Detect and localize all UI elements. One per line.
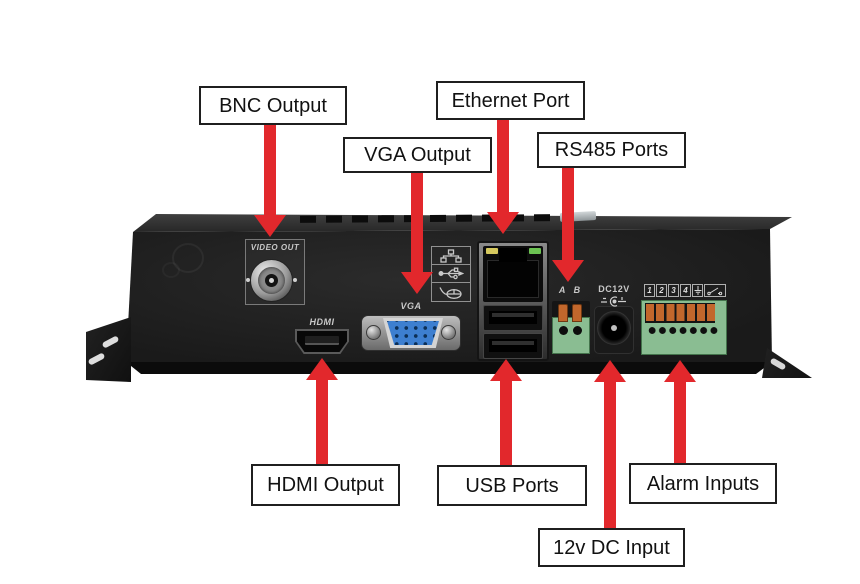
arrow-hdmi-output xyxy=(306,358,338,464)
ethernet-clip-notch xyxy=(499,248,527,262)
bracket-slot-hole xyxy=(87,352,106,366)
arrow-ethernet-port xyxy=(487,120,519,234)
bnc-bayonet-nub xyxy=(246,278,250,282)
mouse-icon xyxy=(432,283,470,301)
ground-icon xyxy=(692,284,703,297)
alarm-number: 3 xyxy=(668,284,679,297)
bnc-connector xyxy=(250,259,293,302)
alarm-wire-holes xyxy=(647,326,720,335)
rs485-wire-hole xyxy=(573,326,582,335)
video-out-label: VIDEO OUT xyxy=(250,243,300,252)
callout-alarm-inputs: Alarm Inputs xyxy=(629,463,777,504)
relay-icon xyxy=(704,284,726,297)
device-top-face xyxy=(133,214,792,232)
video-out-plate xyxy=(245,239,305,305)
callout-ethernet-port: Ethernet Port xyxy=(436,81,585,120)
usb-port-tongue xyxy=(492,313,534,317)
arrow-rs485-ports xyxy=(552,168,584,282)
bnc-bayonet-nub xyxy=(293,278,297,282)
alarm-number: 2 xyxy=(656,284,667,297)
vga-screw xyxy=(366,325,381,340)
ethernet-port-cavity xyxy=(487,260,539,298)
alarm-number: 1 xyxy=(644,284,655,297)
usb-icon xyxy=(432,265,470,283)
vga-screw xyxy=(441,325,456,340)
callout-dc-input: 12v DC Input xyxy=(538,528,685,567)
callout-rs485-ports: RS485 Ports xyxy=(537,132,686,168)
callout-bnc-output: BNC Output xyxy=(199,86,347,125)
callout-usb-ports: USB Ports xyxy=(437,465,587,506)
rs485-wire-hole xyxy=(559,326,568,335)
dc-jack-pin xyxy=(611,325,617,331)
bracket-slot-hole xyxy=(769,357,787,371)
arrow-dc-input xyxy=(594,360,626,528)
callout-hdmi-output: HDMI Output xyxy=(251,464,400,506)
mounting-bracket-left xyxy=(86,317,131,382)
port-icon-panel xyxy=(431,246,471,302)
rs485-lever xyxy=(572,304,582,322)
ethernet-led-green xyxy=(529,248,541,254)
mounting-bracket-right xyxy=(762,348,812,378)
bnc-connector-pin xyxy=(269,278,274,283)
arrow-bnc-output xyxy=(254,125,286,237)
alarm-number: 4 xyxy=(680,284,691,297)
arrow-vga-output xyxy=(401,173,433,294)
network-icon xyxy=(432,247,470,265)
alarm-label-strip: 1 2 3 4 xyxy=(644,283,734,298)
dc-polarity-icon xyxy=(600,294,628,312)
arrow-alarm-inputs xyxy=(664,360,696,463)
alarm-terminal-levers xyxy=(646,304,715,321)
vga-dsub-insert xyxy=(387,321,439,345)
bracket-slot-hole xyxy=(101,335,120,349)
rs485-ab-label: A B xyxy=(558,285,584,295)
ethernet-led-yellow xyxy=(486,248,498,254)
arrow-usb-ports xyxy=(490,359,522,465)
callout-vga-output: VGA Output xyxy=(343,137,492,173)
hdmi-label: HDMI xyxy=(309,317,335,327)
rs485-lever xyxy=(558,304,568,322)
usb-port-tongue xyxy=(492,341,534,345)
rs485-terminal-block xyxy=(552,317,590,354)
case-emboss-mark xyxy=(162,262,180,278)
vga-label: VGA xyxy=(400,301,422,311)
hdmi-port-slot xyxy=(305,336,339,345)
dc12v-label: DC12V xyxy=(598,284,630,294)
case-emboss-mark xyxy=(172,243,204,273)
